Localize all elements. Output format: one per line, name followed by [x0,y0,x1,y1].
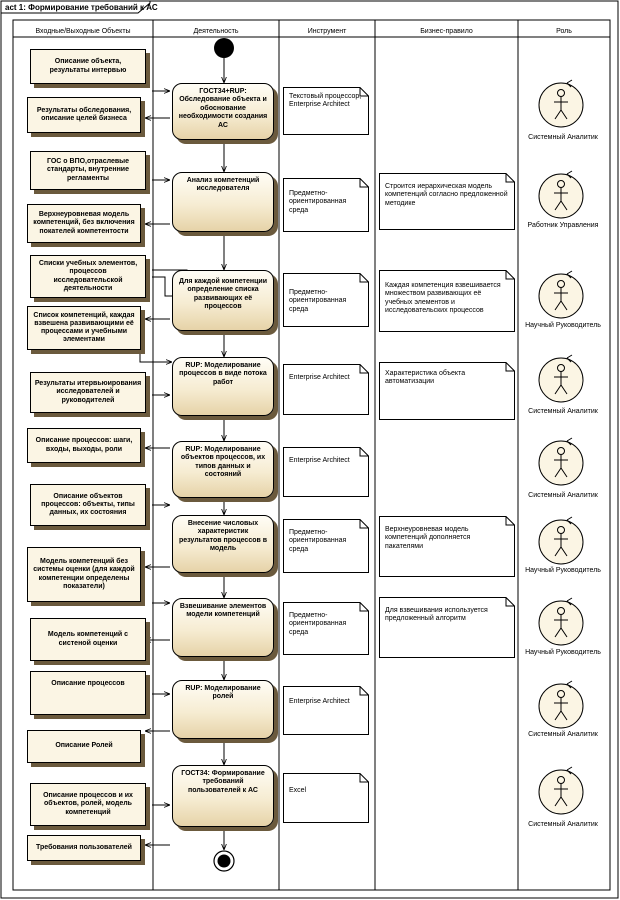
object-node[interactable]: Описание процессов и их объектов, ролей,… [30,783,146,826]
object-node[interactable]: Списки учебных элементов, процессов иссл… [30,255,146,298]
note-shape [283,686,369,735]
note-shape [283,178,369,232]
actor-icon[interactable] [538,597,584,646]
note-shape [283,87,369,135]
object-node[interactable]: Описание процессов: шаги, входы, выходы,… [27,428,141,463]
activity-node[interactable]: Для каждой компетенции определение списк… [172,270,274,331]
tool-note[interactable]: Excel [283,773,369,823]
role-label: Системный Аналитик [528,134,598,141]
tool-note-text: Enterprise Architect [289,457,350,464]
activity-node[interactable]: RUP: Моделирование процессов в виде пото… [172,357,274,416]
tool-note-text: Excel [289,787,307,794]
object-node[interactable]: Результаты обследования, описание целей … [27,97,141,133]
role-label: Научный Руководитель [525,322,601,329]
note-shape [283,602,369,655]
actor-icon[interactable] [538,354,584,403]
note-shape [283,773,369,823]
business-rule-note[interactable]: Характеристика объекта автоматизации [379,362,515,420]
lane-header-activity: Деятельность [193,28,239,35]
actor-icon[interactable] [538,766,584,815]
object-node[interactable]: Верхнеуровневая модель компетенций, без … [27,204,141,243]
tool-note[interactable]: Enterprise Architect [283,447,369,497]
actor-icon[interactable] [538,680,584,729]
note-shape [379,597,515,658]
activity-node[interactable]: Внесение числовых характеристик результа… [172,515,274,573]
object-node[interactable]: Описание процессов [30,671,146,715]
object-node[interactable]: ГОС о ВПО,отраслевые стандарты, внутренн… [30,151,146,190]
business-rule-text: Верхнеуровневая модель компетенций допол… [385,526,471,550]
tool-note-text: Enterprise Architect [289,698,350,705]
tool-note-text: Предметно-ориентированная среда [289,612,347,636]
tool-note-text: Enterprise Architect [289,374,350,381]
business-rule-text: Каждая компетенция взвешивается множеств… [385,282,501,315]
actor-icon[interactable] [538,79,584,128]
tool-note[interactable]: Предметно-ориентированная среда [283,602,369,655]
business-rule-note[interactable]: Верхнеуровневая модель компетенций допол… [379,516,515,577]
note-shape [283,447,369,497]
note-shape [379,362,515,420]
object-node[interactable]: Описание объектов процессов: объекты, ти… [30,484,146,526]
actor-icon[interactable] [538,170,584,219]
lane-header-business-rule: Бизнес-правило [420,28,473,35]
business-rule-note[interactable]: Каждая компетенция взвешивается множеств… [379,270,515,332]
tool-note-text: Предметно-ориентированная среда [289,190,347,214]
lane-header-tool: Инструмент [307,28,347,35]
activity-node[interactable]: ГОСТ34+RUP: Обследование объекта и обосн… [172,83,274,140]
business-rule-text: Характеристика объекта автоматизации [385,370,466,386]
frame-title: act 1: Формирование требований к АС [5,3,158,12]
business-rule-note[interactable]: Строится иерархическая модель компетенци… [379,173,515,230]
object-node[interactable]: Результаты итервьюирования исследователе… [30,372,146,413]
actors [538,79,584,815]
lane-header-objects: Входные/Выходные Объекты [35,28,131,35]
activity-node[interactable]: Анализ компетенций исследователя [172,172,274,232]
actor-icon[interactable] [538,516,584,565]
activity-node[interactable]: ГОСТ34: Формирование требований пользова… [172,765,274,827]
role-label: Системный Аналитик [528,821,598,828]
final-node-core [217,854,231,868]
object-node[interactable]: Требования пользователей [27,835,141,861]
activity-node[interactable]: RUP: Моделирование ролей [172,680,274,739]
note-shape [283,273,369,327]
tool-note[interactable]: Текстовый процессор, Enterprise Architec… [283,87,369,135]
initial-node [214,38,234,58]
note-shape [283,364,369,415]
role-label: Системный Аналитик [528,408,598,415]
actor-icon[interactable] [538,437,584,486]
object-node[interactable]: Описание объекта, результаты интервью [30,49,146,84]
swimlanes [12,19,611,891]
role-label: Научный Руководитель [525,649,601,656]
business-rule-text: Строится иерархическая модель компетенци… [385,183,508,207]
tool-note-text: Предметно-ориентированная среда [289,529,347,553]
role-label: Научный Руководитель [525,567,601,574]
role-label: Работник Управления [527,222,599,229]
note-shape [379,516,515,577]
note-shape [379,270,515,332]
object-node[interactable]: Модель компетенций с систеной оценки [30,618,146,661]
lane-header-role: Роль [556,28,572,35]
role-label: Системный Аналитик [528,492,598,499]
tool-note-text: Текстовый процессор, Enterprise Architec… [289,93,362,109]
business-rule-note[interactable]: Для взвешивания используется предложенны… [379,597,515,658]
frame-title-tab [1,1,151,14]
activity-node[interactable]: Взвешивание элементов модели компетенций [172,598,274,657]
role-label: Системный Аналитик [528,731,598,738]
tool-note[interactable]: Предметно-ориентированная среда [283,519,369,573]
tool-note[interactable]: Предметно-ориентированная среда [283,178,369,232]
object-node[interactable]: Список компетенций, каждая взвешена разв… [27,306,141,350]
note-shape [283,519,369,573]
tool-note[interactable]: Enterprise Architect [283,364,369,415]
tool-note[interactable]: Enterprise Architect [283,686,369,735]
tool-note[interactable]: Предметно-ориентированная среда [283,273,369,327]
actor-icon[interactable] [538,270,584,319]
activity-node[interactable]: RUP: Моделирование объектов процессов, и… [172,441,274,498]
business-rule-text: Для взвешивания используется предложенны… [385,607,488,623]
tool-note-text: Предметно-ориентированная среда [289,289,347,313]
note-shape [379,173,515,230]
object-node[interactable]: Модель компетенций без системы оценки (д… [27,547,141,602]
object-node[interactable]: Описание Ролей [27,730,141,763]
